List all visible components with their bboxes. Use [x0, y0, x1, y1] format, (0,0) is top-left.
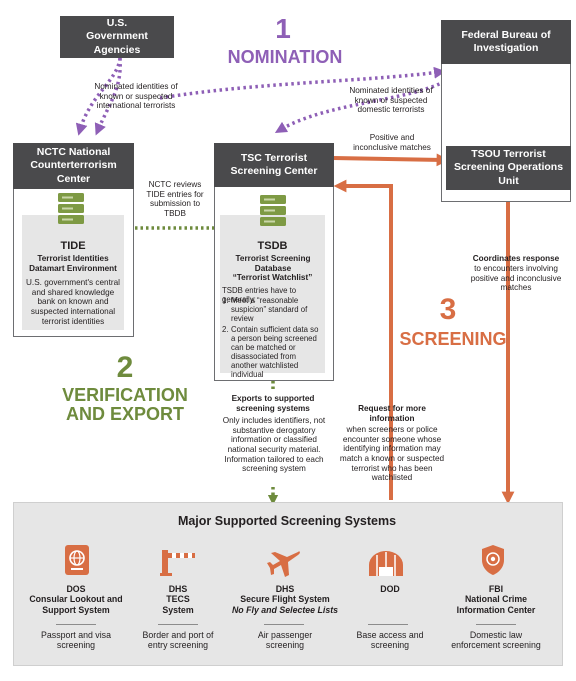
tsou-matches-note: Positive and inconclusive matches — [353, 133, 431, 152]
system-secure-flight-agency: DHS — [275, 584, 295, 594]
exports-description: Only includes identifiers, not substanti… — [222, 416, 326, 474]
step-1-number: 1 — [275, 13, 291, 44]
system-secure-flight-use: Air passenger screening — [257, 630, 313, 651]
border-gate-icon — [160, 546, 196, 576]
system-secure-flight-name: Secure Flight System — [240, 594, 330, 605]
system-divider-2 — [158, 624, 198, 625]
domestic-nomination-note: Nominated identities of known or suspect… — [349, 86, 433, 115]
intl-nomination-note: Nominated identities of known or suspect… — [94, 82, 178, 111]
system-dod-agency: DOD — [380, 584, 400, 594]
system-tecs: DHS TECS System — [132, 584, 224, 615]
system-ncic-use: Domestic law enforcement screening — [451, 630, 541, 651]
system-tecs-use: Border and port of entry screening — [142, 630, 214, 651]
system-secure-flight-subname: No Fly and Selectee Lists — [231, 604, 339, 615]
arrow-usgov-to-nctc-2 — [94, 57, 122, 136]
tsou-coord-desc: to encounters involving positive and inc… — [470, 264, 562, 293]
tsdb-full-name: Terrorist Screening Database — [235, 254, 311, 273]
system-dos-use: Passport and visa screening — [41, 630, 111, 651]
step-3-label: SCREENING — [399, 329, 507, 349]
tsdb-alias: “Terrorist Watchlist” — [232, 273, 313, 282]
fbi-label: Federal Bureau of Investigation — [461, 28, 551, 54]
nctc-review-note: NCTC reviews TIDE entries for submission… — [146, 180, 204, 219]
tide-panel — [22, 215, 124, 330]
hangar-icon — [368, 550, 404, 576]
tsdb-name: TSDB — [257, 240, 288, 252]
screening-systems-panel — [13, 502, 563, 666]
tsou-header: TSOU Terrorist Screening Operations Unit — [446, 146, 571, 190]
nctc-header-label: NCTC National Counterterrorism Center — [30, 146, 117, 185]
systems-title: Major Supported Screening Systems — [177, 514, 397, 528]
system-dod: DOD — [345, 584, 435, 594]
tsdb-panel — [220, 215, 325, 373]
system-ncic-name: National Crime Information Center — [456, 594, 536, 615]
tsdb-database-icon — [260, 195, 286, 227]
airplane-icon — [267, 549, 301, 577]
system-tecs-name: TECS System — [162, 594, 194, 615]
arrow-tsc-to-tsou — [332, 153, 450, 167]
step-2-label: VERIFICATION AND EXPORT — [62, 385, 188, 425]
system-secure-flight: DHS Secure Flight System No Fly and Sele… — [230, 584, 340, 615]
request-title: Request for more information — [358, 404, 426, 423]
arrow-systems-to-tsc — [333, 179, 393, 500]
tide-database-icon — [58, 193, 84, 225]
system-dos-name: Consular Lookout and Support System — [29, 594, 123, 615]
tsc-header-label: TSC Terrorist Screening Center — [230, 151, 318, 177]
tide-full-name: Terrorist Identities Datamart Environmen… — [29, 254, 117, 273]
exports-title: Exports to supported screening systems — [231, 394, 315, 413]
step-2-number: 2 — [116, 351, 134, 384]
passport-icon — [64, 544, 90, 576]
system-ncic-agency: FBI — [488, 584, 504, 594]
step-1-label: NOMINATION — [227, 47, 343, 67]
tsdb-criterion-1: 1.Meet a “reasonable suspicion” standard… — [222, 296, 308, 323]
system-dod-use: Base access and screening — [356, 630, 424, 651]
tide-description: U.S. government's central and shared kno… — [26, 278, 120, 326]
request-description: when screeners or police encounter someo… — [339, 425, 445, 483]
tsdb-criterion-2: 2.Contain sufficient data so a person be… — [222, 324, 319, 379]
tide-name: TIDE — [60, 240, 86, 252]
usgov-agencies-label: U.S. Government Agencies — [86, 17, 148, 56]
tsc-header: TSC Terrorist Screening Center — [214, 143, 334, 187]
nctc-header: NCTC National Counterterrorism Center — [13, 143, 134, 189]
tsdb-criteria-list: 1.Meet a “reasonable suspicion” standard… — [222, 296, 324, 380]
tsou-coord-title: Coordinates response — [472, 254, 560, 263]
arrow-fbi-to-tsc — [274, 73, 457, 134]
system-divider-3 — [264, 624, 304, 625]
badge-icon — [480, 544, 506, 576]
system-divider-5 — [476, 624, 516, 625]
usgov-agencies-box: U.S. Government Agencies — [60, 16, 174, 58]
tsou-header-label: TSOU Terrorist Screening Operations Unit — [453, 148, 564, 187]
system-ncic: FBI National Crime Information Center — [440, 584, 552, 615]
fbi-box: Federal Bureau of Investigation — [441, 20, 571, 64]
system-divider-1 — [56, 624, 96, 625]
system-divider-4 — [368, 624, 408, 625]
step-3-number: 3 — [439, 293, 457, 326]
system-dos-agency: DOS — [66, 584, 86, 594]
tsdb-criteria-intro: TSDB entries have to generally: — [222, 286, 297, 305]
system-dos: DOS Consular Lookout and Support System — [22, 584, 130, 615]
system-tecs-agency: DHS — [168, 584, 188, 594]
